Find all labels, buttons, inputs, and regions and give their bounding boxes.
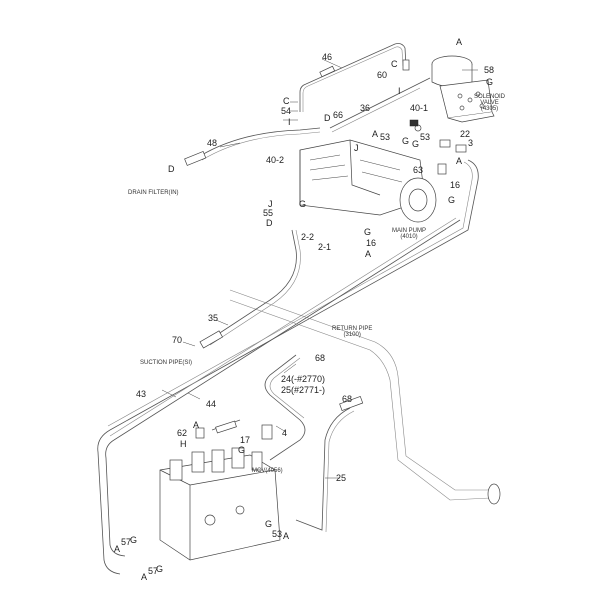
callout-57: 57	[121, 537, 132, 547]
callout-55: 55	[263, 208, 274, 218]
hose-24-25	[264, 354, 306, 461]
hose-48	[199, 127, 321, 157]
main-pump-label: MAIN PUMP (4010)	[392, 228, 426, 240]
callout-g: G	[412, 139, 420, 149]
callout-d: D	[168, 164, 175, 174]
callout-g: G	[299, 199, 307, 209]
hose-25	[295, 407, 351, 531]
callout-25: 25(#2771-)	[281, 385, 326, 395]
mcv-block	[159, 447, 281, 561]
solenoid-valve-line2: VALVE	[480, 100, 499, 106]
callout-c: C	[283, 96, 290, 106]
pipe-43	[97, 159, 479, 575]
return-pipe-name: RETURN PIPE	[332, 326, 373, 332]
solenoid-valve-name: SOLENOID	[474, 94, 506, 100]
callout-a: A	[193, 420, 200, 430]
callout-62: 62	[177, 428, 188, 438]
hose-46	[299, 43, 407, 112]
callout-17: 17	[240, 435, 251, 445]
solenoid-valve-label: SOLENOID VALVE (4305)	[474, 94, 505, 112]
callout-48: 48	[207, 138, 218, 148]
callout-i: I	[288, 117, 291, 127]
pipe-44	[105, 219, 461, 557]
callout-a: A	[114, 544, 121, 554]
callout-40-1: 40-1	[410, 103, 429, 113]
drain-filter-label: DRAIN FILTER(IN)	[128, 190, 179, 196]
callout-16: 16	[450, 180, 461, 190]
callout-h: H	[180, 439, 187, 449]
callout-i: I	[398, 86, 401, 96]
callout-22: 22	[460, 129, 471, 139]
callout-63: 63	[413, 165, 424, 175]
callout-70: 70	[172, 335, 183, 345]
return-pipe-label: RETURN PIPE (3100)	[332, 326, 372, 338]
suction-pipe-label: SUCTION PIPE(SI)	[140, 360, 193, 366]
callout-d: D	[266, 218, 273, 228]
main-pump	[299, 139, 437, 223]
callout-68: 68	[342, 394, 353, 404]
callout-g: G	[448, 195, 456, 205]
hose-35	[205, 229, 297, 343]
callout-a: A	[456, 156, 463, 166]
callout-g: G	[364, 227, 372, 237]
callout-g: G	[486, 77, 494, 87]
mcv-label: MCV(4056)	[252, 468, 283, 474]
callout-g: G	[156, 564, 164, 574]
callout-2-1: 2-1	[318, 242, 332, 252]
callout-16: 16	[366, 238, 377, 248]
callout-a: A	[283, 531, 290, 541]
callout-68: 68	[315, 353, 326, 363]
callout-25: 25	[336, 473, 347, 483]
return-pipe	[229, 289, 501, 505]
callout-54: 54	[281, 106, 292, 116]
callout-66: 66	[333, 110, 344, 120]
callout-a: A	[456, 37, 463, 47]
callout-2-2: 2-2	[301, 232, 315, 242]
callout-g: G	[130, 535, 138, 545]
callout-24: 24(-#2770)	[281, 374, 326, 384]
callout-a: A	[365, 249, 372, 259]
callout-3: 3	[468, 138, 474, 148]
callout-a: A	[372, 129, 379, 139]
solenoid-valve-code: (4305)	[480, 106, 499, 112]
callout-46: 46	[322, 52, 333, 62]
part-4	[261, 424, 273, 440]
callout-53: 53	[272, 529, 283, 539]
main-pump-name: MAIN PUMP	[392, 228, 427, 234]
callout-g: G	[265, 519, 273, 529]
callout-g: G	[238, 445, 246, 455]
callout-53: 53	[420, 132, 431, 142]
callout-44: 44	[206, 399, 217, 409]
hose-36	[329, 77, 431, 129]
callout-57: 57	[148, 566, 159, 576]
callout-a: A	[141, 572, 148, 582]
main-pump-code: (4010)	[400, 234, 418, 240]
callout-43: 43	[136, 389, 147, 399]
callout-60: 60	[377, 70, 388, 80]
return-pipe-code: (3100)	[343, 332, 361, 338]
callout-36: 36	[360, 103, 371, 113]
callout-35: 35	[208, 313, 219, 323]
callout-4: 4	[282, 428, 288, 438]
callout-58: 58	[484, 65, 495, 75]
callout-g: G	[402, 136, 410, 146]
callout-d: D	[324, 113, 331, 123]
callout-c: C	[391, 59, 398, 69]
callout-53: 53	[380, 132, 391, 142]
callout-40-2: 40-2	[266, 155, 285, 165]
callout-j: J	[354, 143, 359, 153]
callout-j: J	[268, 199, 273, 209]
